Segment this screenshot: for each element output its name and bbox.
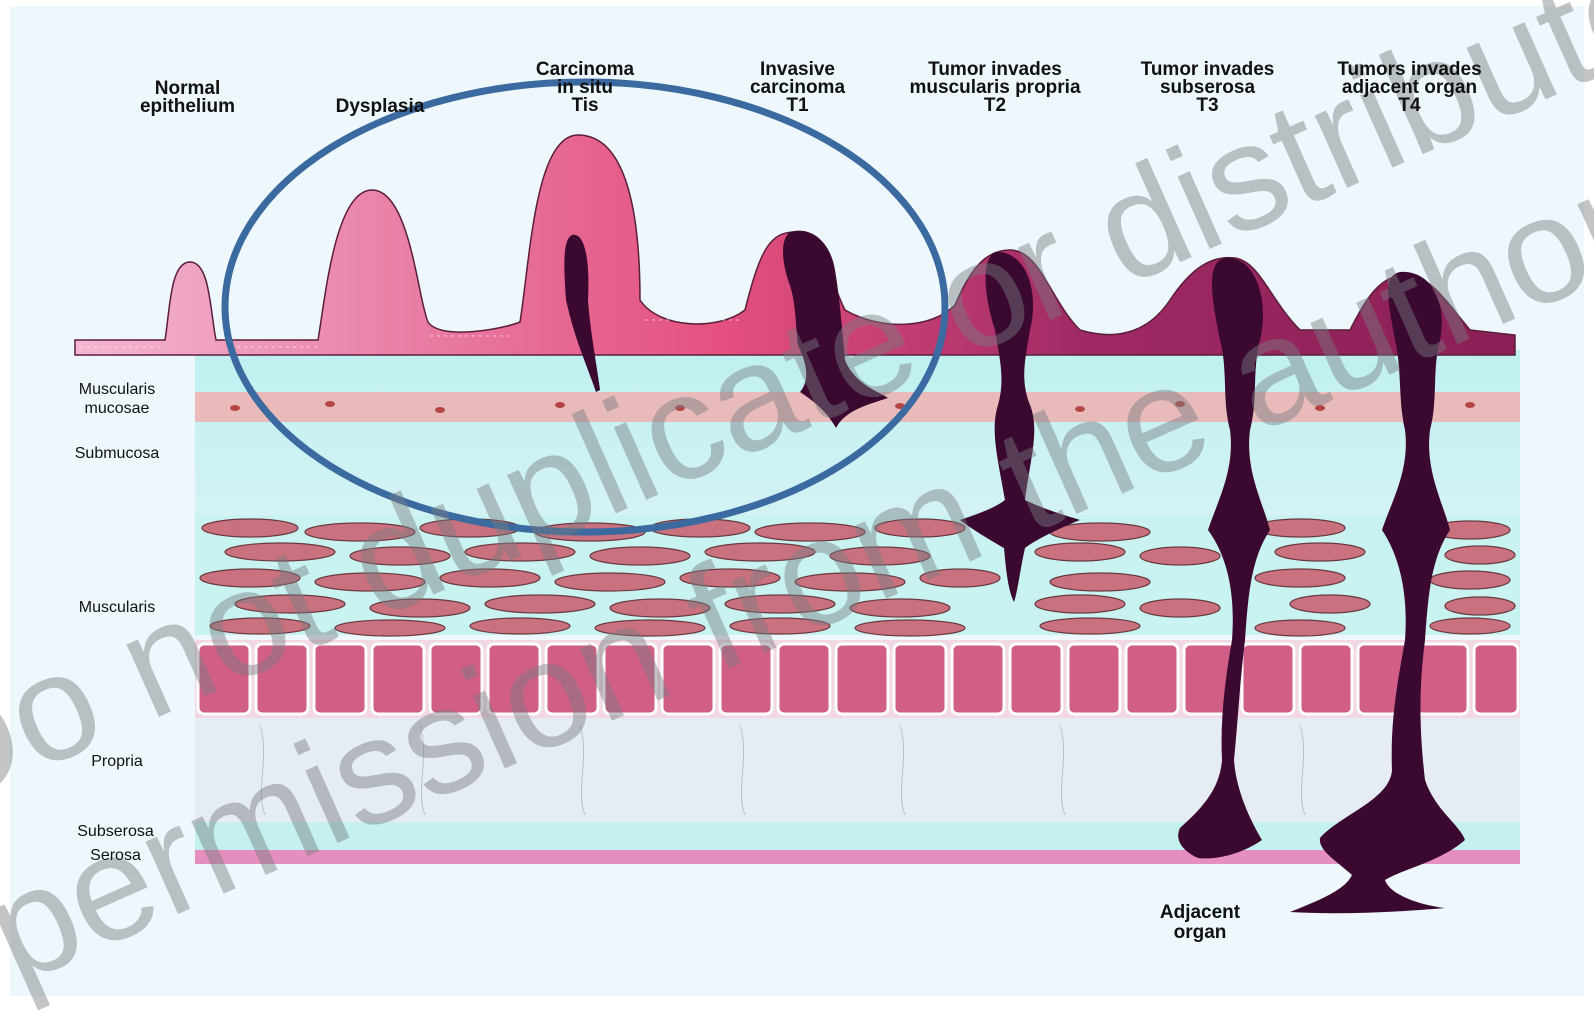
layer-line: Muscularis [62,598,172,617]
layer-label-muscularis-mucosae: Muscularis mucosae [62,380,172,418]
stage-line: Tis [510,97,660,115]
adjacent-line: Adjacent [1140,903,1260,923]
stage-label-tis: Carcinoma in situ Tis [510,61,660,115]
propria-layer [195,718,1520,822]
layer-label-serosa: Serosa [58,846,173,865]
layer-label-muscularis: Muscularis [62,598,172,617]
layer-line: Subserosa [58,822,173,841]
adjacent-organ-label: Adjacent organ [1140,903,1260,943]
layer-line: Submucosa [62,444,172,463]
stage-label-dysplasia: Dysplasia [310,98,450,116]
layer-line: Muscularis [62,380,172,399]
stage-label-normal: Normal epithelium [120,80,255,116]
stage-line: epithelium [120,98,255,116]
stage-label-t4: Tumors invades adjacent organ T4 [1322,61,1497,115]
subserosa-layer [195,822,1520,850]
stage-label-t3: Tumor invades subserosa T3 [1125,61,1290,115]
layer-line: mucosae [62,399,172,418]
muscle-blocks-outer [198,644,1518,714]
serosa-layer [195,850,1520,864]
layer-label-propria: Propria [62,752,172,771]
layer-label-subserosa: Subserosa [58,822,173,841]
stage-line: Dysplasia [310,98,450,116]
stage-label-t1: Invasive carcinoma T1 [725,61,870,115]
stage-line: T2 [895,97,1095,115]
layer-line: Propria [62,752,172,771]
layer-line: Serosa [58,846,173,865]
stage-label-t2: Tumor invades muscularis propria T2 [895,61,1095,115]
layer-label-submucosa: Submucosa [62,444,172,463]
stage-line: T4 [1322,97,1497,115]
adjacent-line: organ [1140,923,1260,943]
stage-line: T3 [1125,97,1290,115]
stage-line: T1 [725,97,870,115]
